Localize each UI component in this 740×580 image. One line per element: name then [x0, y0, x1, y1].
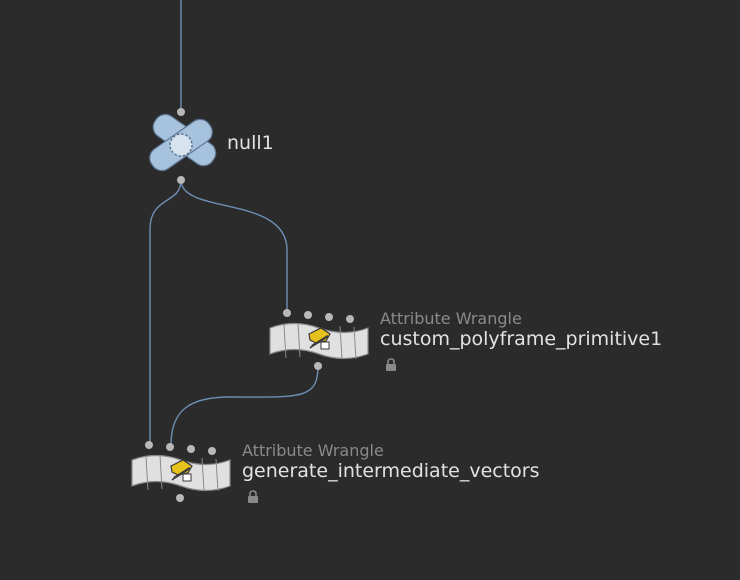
null1-output-connector[interactable] — [177, 176, 185, 184]
custom-polyframe-input-connector-4[interactable] — [346, 315, 354, 323]
wire-null1-to-custom-polyframe-primitive1[interactable] — [180, 179, 288, 312]
custom-polyframe-lock-icon[interactable] — [384, 358, 398, 372]
generate-intermediate-vectors-node[interactable] — [128, 440, 234, 508]
custom-polyframe-input-connector-2[interactable] — [304, 311, 312, 319]
null-icon — [149, 113, 217, 172]
wire-custom-polyframe-to-generate-intermediate-vectors[interactable] — [170, 365, 319, 446]
generate-vectors-input-connector-1[interactable] — [145, 441, 153, 449]
generate-vectors-input-connector-2[interactable] — [166, 443, 174, 451]
custom-polyframe-input-connector-1[interactable] — [283, 309, 291, 317]
generate-vectors-output-connector[interactable] — [176, 494, 184, 502]
generate-vectors-input-connector-4[interactable] — [208, 447, 216, 455]
null1-name-label[interactable]: null1 — [227, 132, 274, 154]
custom-polyframe-input-connector-3[interactable] — [325, 313, 333, 321]
wire-null1-to-generate-intermediate-vectors[interactable] — [149, 179, 182, 445]
generate-vectors-type-label: Attribute Wrangle — [242, 441, 384, 460]
custom-polyframe-primitive1-node[interactable] — [266, 308, 372, 376]
null1-input-connector[interactable] — [177, 108, 185, 116]
generate-vectors-input-connector-3[interactable] — [187, 445, 195, 453]
custom-polyframe-name-label[interactable]: custom_polyframe_primitive1 — [380, 328, 663, 350]
null1-node[interactable] — [140, 105, 222, 185]
generate-vectors-lock-icon[interactable] — [246, 490, 260, 504]
custom-polyframe-output-connector[interactable] — [314, 362, 322, 370]
wrangle-icon — [308, 327, 331, 350]
generate-vectors-name-label[interactable]: generate_intermediate_vectors — [242, 460, 540, 482]
custom-polyframe-type-label: Attribute Wrangle — [380, 309, 522, 328]
wrangle-icon — [170, 459, 193, 482]
